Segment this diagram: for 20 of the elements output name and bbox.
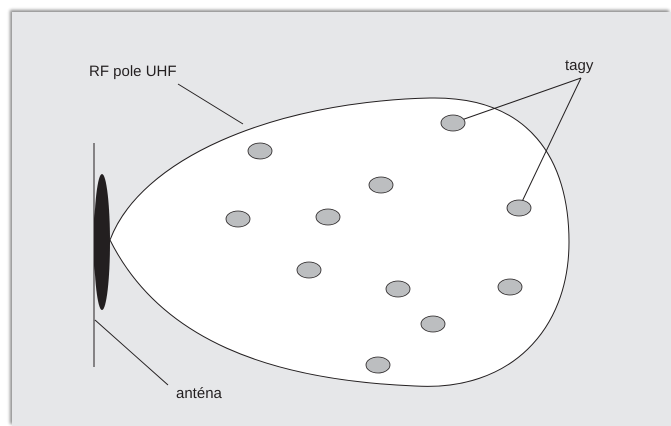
tag-ellipse <box>386 280 410 298</box>
tag-ellipse <box>316 208 340 226</box>
tag-ellipse <box>366 356 390 374</box>
leader-line <box>178 84 244 124</box>
tag-ellipse <box>506 200 532 216</box>
leader-line <box>463 78 582 120</box>
rf-field-shape <box>110 98 570 387</box>
callout-label: RF pole UHF <box>89 63 177 81</box>
callout-label: tagy <box>565 57 594 75</box>
tag-ellipse <box>248 142 272 160</box>
leader-line <box>522 78 582 201</box>
tag-ellipse <box>296 262 322 278</box>
callout-label: anténa <box>176 385 222 403</box>
leader-line <box>94 320 168 386</box>
tag-ellipse <box>440 114 466 132</box>
tag-ellipse <box>420 316 446 332</box>
tag-ellipse <box>498 278 522 296</box>
tag-ellipse <box>226 210 250 228</box>
tag-ellipse <box>368 176 394 194</box>
antenna-drawing <box>94 142 110 368</box>
